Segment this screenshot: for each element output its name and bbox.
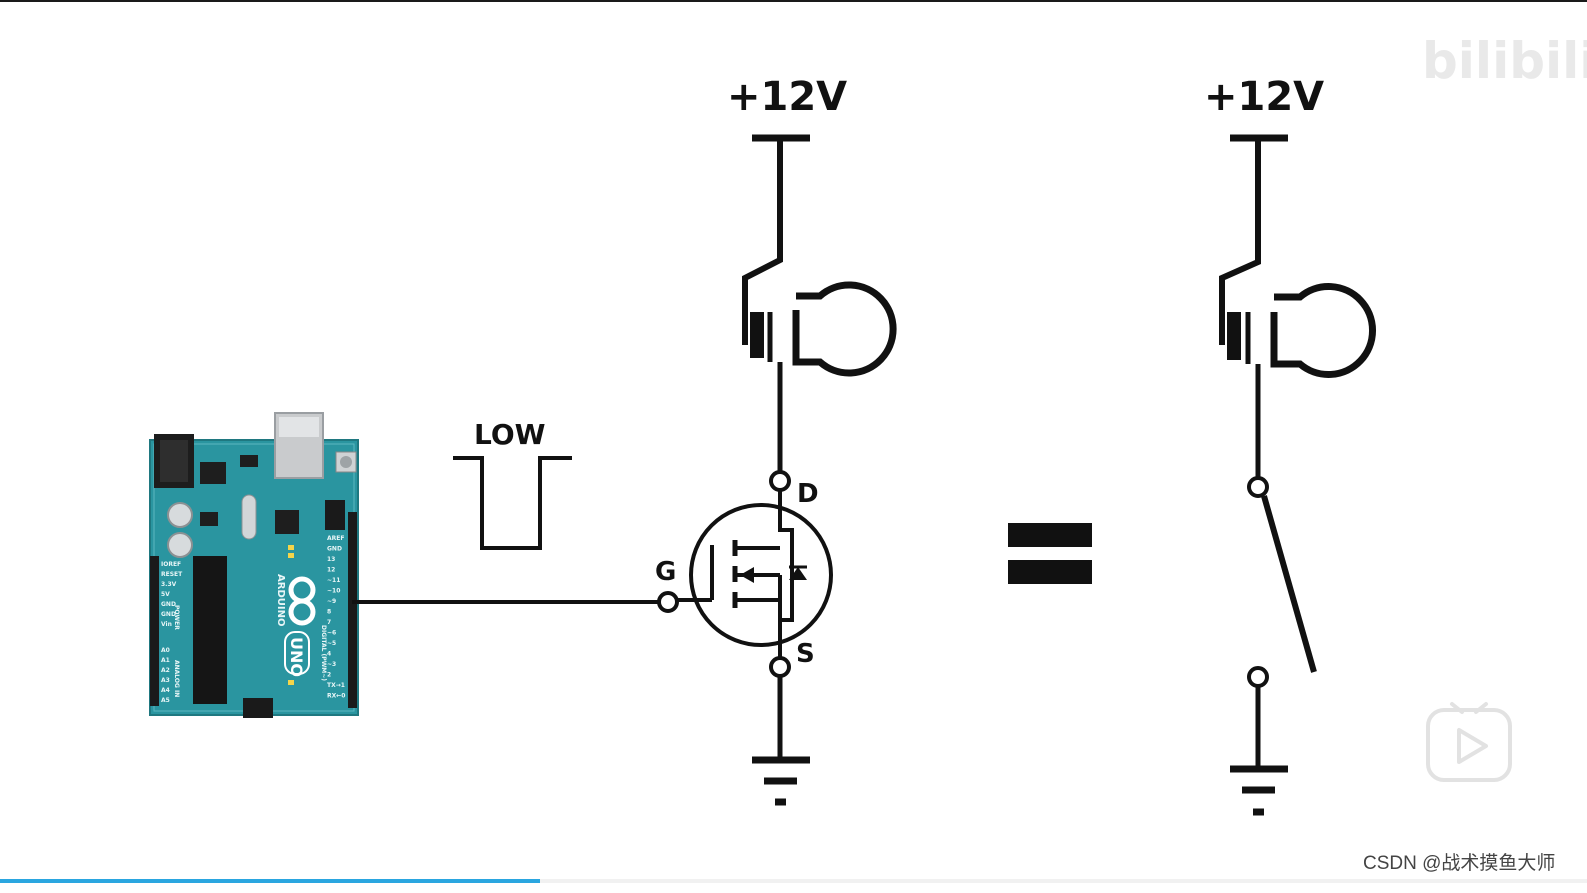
digital-pin-label-5: ~10 [327,588,340,595]
digital-pin-label-15: RX←0 [327,693,345,700]
bulb-icon [750,281,897,377]
digital-pin-label-14: TX→1 [327,682,345,689]
power-pin-label-5: GND [161,611,176,618]
digital-pin-label-0: AREF [327,535,344,542]
switch-upper-terminal [1247,476,1269,498]
power-pin-label-1: RESET [161,571,183,578]
analog-pin-label-4: A4 [161,687,170,694]
mosfet-symbol [676,490,833,658]
digital-pin-label-7: 8 [327,609,331,616]
power-header [150,556,159,706]
pulse-waveform [453,456,572,550]
digital-pin-label-6: ~9 [327,598,336,605]
digital-pin-label-9: ~6 [327,630,336,637]
power-pin-label-3: 5V [161,591,170,598]
gate-terminal [657,591,679,613]
digital-pin-label-4: ~11 [327,577,340,584]
digital-pin-label-1: GND [327,546,342,553]
digital-pin-label-13: 2 [327,672,331,679]
atmega-chip [193,556,227,704]
open-switch-blade [1261,495,1317,673]
play-icon [1457,728,1488,764]
equals-sign: = [1008,523,1092,584]
digital-pin-label-10: ~5 [327,640,336,647]
csdn-credit: CSDN @战术摸鱼大师 [1363,852,1555,874]
digital-pin-label-11: 4 [327,651,331,658]
digital-label: DIGITAL (PWM~) [320,625,327,681]
analog-label: ANALOG IN [173,660,180,697]
analog-pin-label-0: A0 [161,647,170,654]
analog-pin-label-1: A1 [161,657,170,664]
power-pin-label-4: GND [161,601,176,608]
digital-header [348,512,357,708]
drain-label: D [797,479,819,509]
source-label: S [796,639,815,669]
analog-pin-label-2: A2 [161,667,170,674]
ground-icon-left [752,676,810,806]
power-pin-label-0: IOREF [161,561,181,568]
arduino-model-label: UNO [287,637,306,677]
analog-pin-label-3: A3 [161,677,170,684]
digital-pin-label-8: 7 [327,619,331,626]
digital-pin-label-3: 12 [327,567,335,574]
gate-label: G [655,557,676,587]
mosfet-circuit: +12V D [655,74,897,806]
arduino-brand-label: ARDUINO [275,574,286,626]
power-pin-label-6: Vin [161,621,172,628]
source-terminal [769,656,791,678]
video-progress-fill [0,879,540,883]
ground-icon-right [1230,686,1288,816]
digital-pin-label-12: ~3 [327,661,336,668]
switch-lower-terminal [1247,666,1269,688]
supply-label-right: +12V [1204,74,1324,120]
low-pulse-signal: LOW [453,418,572,550]
drain-terminal [769,470,791,492]
switch-equivalent-circuit: +12V [1204,74,1376,816]
arduino-uno-board: ARDUINO UNO DIGITAL (PWM~) ANALOG IN POW… [149,412,359,718]
bilibili-logo: bilibili [1422,32,1587,90]
power-pin-label-2: 3.3V [161,581,177,588]
play-button[interactable] [1426,702,1512,782]
bulb-icon-right [1227,283,1376,378]
supply-label-left: +12V [727,74,847,120]
digital-pin-label-2: 13 [327,556,335,563]
analog-pin-label-5: A5 [161,697,170,704]
video-progress-bar[interactable] [0,879,1587,883]
digital-pin-labels: AREF GND 13 12 ~11 ~10 ~9 8 7 ~6 ~5 4 ~3 2TX→1RX←0 [327,535,345,700]
power-pin-labels: IOREF RESET 3.3V 5V GND GND Vin [161,561,183,628]
power-label: POWER [173,605,180,630]
signal-label: LOW [474,418,546,451]
